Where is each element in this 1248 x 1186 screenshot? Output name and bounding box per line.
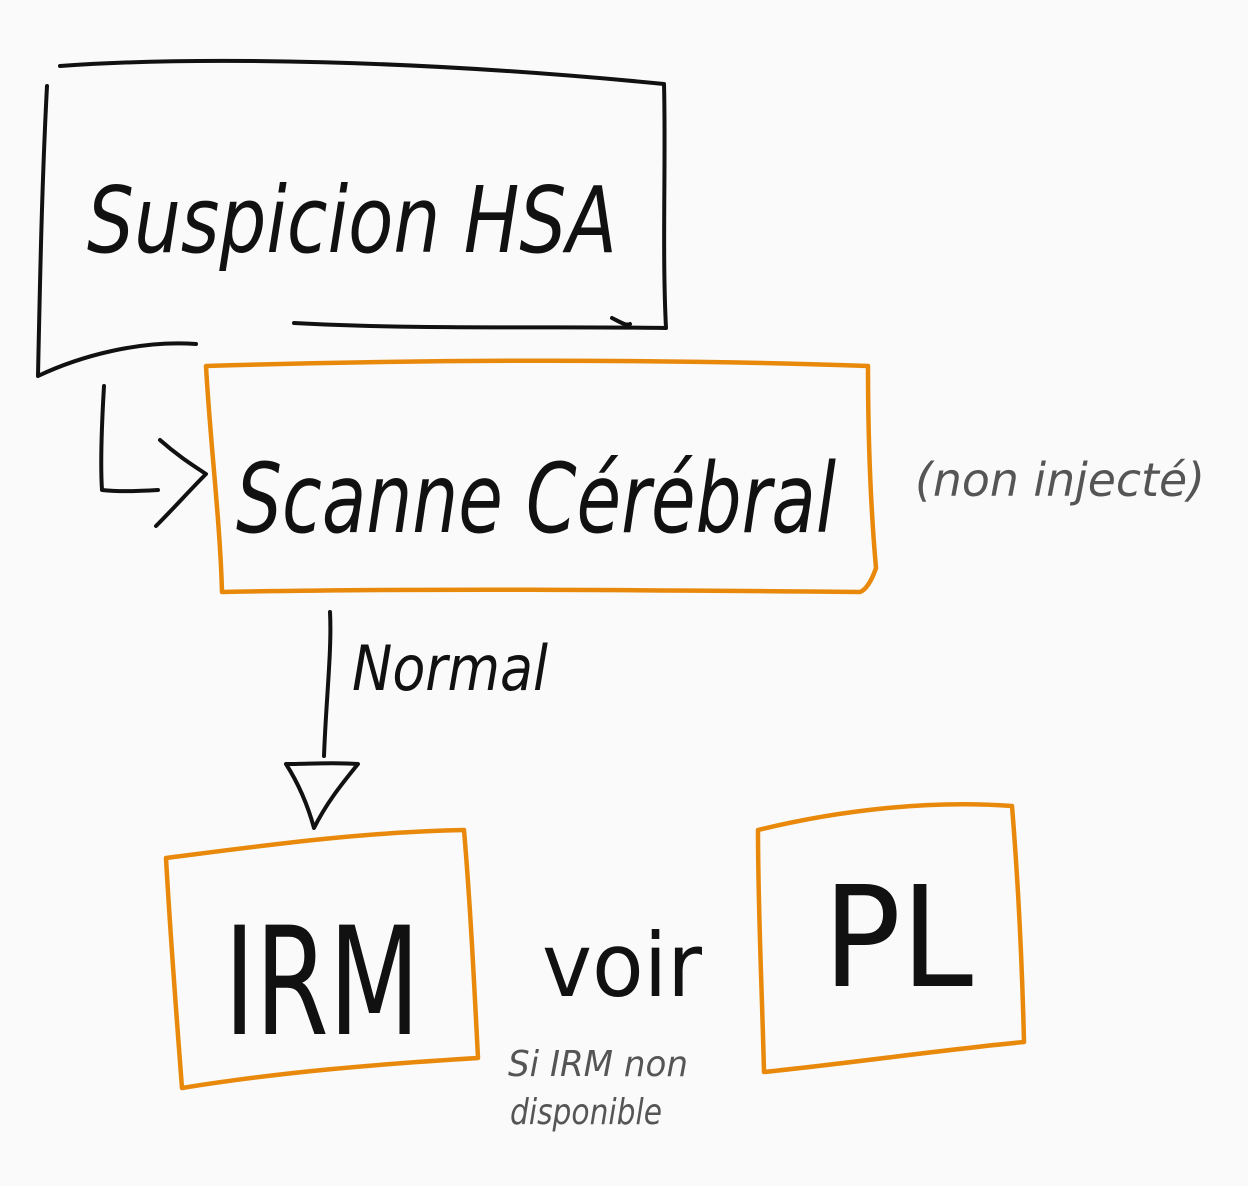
- edge-scan-to-irm-label: Normal: [352, 632, 548, 705]
- node-pl: PL: [755, 802, 1027, 1075]
- node-irm-border: [163, 827, 481, 1091]
- footnote-irm-unavailable: Si IRM non disponible: [508, 1044, 688, 1133]
- node-scanne-cerebral: Scanne Cérébral: [203, 358, 879, 595]
- node-suspicion-hsa-label: Suspicion HSA: [87, 167, 617, 274]
- edge-start-to-scan-arrowhead: [154, 438, 208, 528]
- node-pl-label: PL: [823, 857, 973, 1020]
- edge-irm-to-pl-label: voir: [542, 914, 703, 1017]
- footnote-line-1: Si IRM non: [508, 1044, 688, 1085]
- note-non-injecte: (non injecté): [915, 453, 1205, 507]
- node-scanne-cerebral-border: [203, 358, 879, 595]
- edge-scan-to-irm-line: [322, 610, 333, 758]
- node-suspicion-hsa-border: [36, 58, 668, 378]
- node-scanne-cerebral-label: Scanne Cérébral: [236, 443, 836, 555]
- node-irm: IRM: [163, 827, 481, 1091]
- node-suspicion-hsa-border-tick: [610, 316, 632, 327]
- edge-start-to-scan-line: [99, 384, 160, 494]
- edge-scan-to-irm: Normal: [284, 610, 548, 830]
- node-pl-border: [755, 802, 1027, 1075]
- edge-start-to-scan: [99, 384, 208, 528]
- node-irm-label: IRM: [224, 896, 420, 1070]
- edge-scan-to-irm-arrowhead: [284, 761, 360, 830]
- footnote-line-2: disponible: [510, 1092, 662, 1133]
- node-suspicion-hsa: Suspicion HSA: [36, 58, 668, 378]
